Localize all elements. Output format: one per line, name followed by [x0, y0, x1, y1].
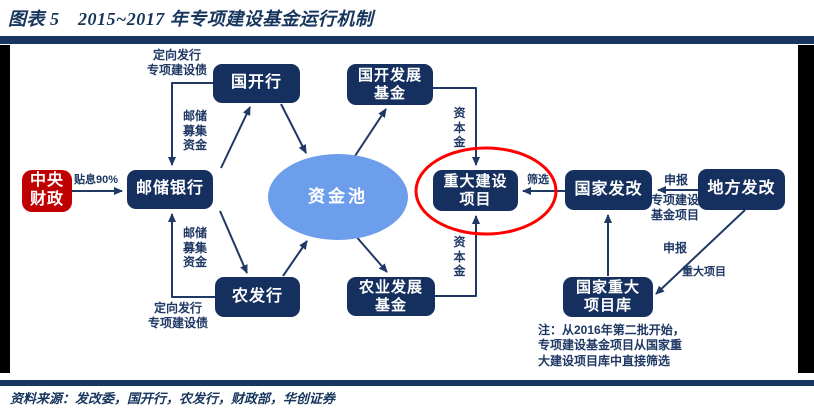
- label-postal-funds-bottom: 邮储 募集 资金: [182, 226, 207, 270]
- node-adbc-bank: 农发行: [215, 277, 300, 317]
- edge-cdb-to-pool: [280, 103, 307, 154]
- footnote: 注：从2016年第二批开始， 专项建设基金项目从国家重 大建设项目库中直接筛选: [538, 323, 685, 368]
- source-rule: [0, 380, 814, 386]
- source-line: 资料来源：发改委，国开行，农发行，财政部，华创证券: [10, 391, 336, 406]
- label-fund-projects: 专项建设 基金项目: [650, 193, 699, 222]
- node-capital-pool: 资金池: [268, 154, 408, 240]
- label-directed-bond-bottom: 定向发行 专项建设债: [147, 301, 208, 330]
- node-national-ndrc: 国家发改: [565, 170, 652, 210]
- label-major-project: 重大项目: [682, 266, 726, 278]
- node-local-ndrc: 地方发改: [698, 169, 785, 210]
- edge-pool-to-agri-fund: [353, 233, 388, 273]
- label-declare-bottom: 申报: [662, 241, 687, 255]
- edge-adbc-to-pool: [282, 240, 308, 277]
- right-border-bar: [798, 45, 814, 373]
- label-directed-bond-top: 定向发行 专项建设债: [146, 48, 207, 77]
- node-cdb-fund: 国开发展 基金: [347, 64, 433, 105]
- left-border-bar: [0, 45, 10, 373]
- label-interest-subsidy: 贴息90%: [73, 174, 119, 186]
- node-postal-bank: 邮储银行: [127, 170, 213, 209]
- label-capital-bottom: 资 本 金: [453, 235, 466, 279]
- edge-postal-funds-bottom: [219, 210, 248, 274]
- label-capital-top: 资 本 金: [453, 106, 466, 150]
- node-national-project-db: 国家重大 项目库: [563, 277, 653, 317]
- label-declare-top: 申报: [663, 173, 688, 187]
- label-screening: 筛选: [527, 174, 549, 186]
- node-agri-fund: 农业发展 基金: [347, 277, 435, 316]
- title-rule: [0, 36, 814, 44]
- edge-postal-funds-top: [220, 106, 251, 169]
- node-major-projects: 重大建设 项目: [433, 170, 518, 211]
- flowchart-canvas: 中央 财政 邮储银行 国开行 农发行 资金池 国开发展 基金 农业发展 基金 重…: [0, 45, 814, 374]
- figure-title: 图表 5 2015~2017 年专项建设基金运行机制: [8, 9, 374, 29]
- node-central-finance: 中央 财政: [22, 170, 72, 212]
- label-postal-funds-top: 邮储 募集 资金: [182, 109, 207, 153]
- node-cdb-bank: 国开行: [213, 64, 300, 103]
- edge-pool-to-cdb-fund: [352, 108, 387, 160]
